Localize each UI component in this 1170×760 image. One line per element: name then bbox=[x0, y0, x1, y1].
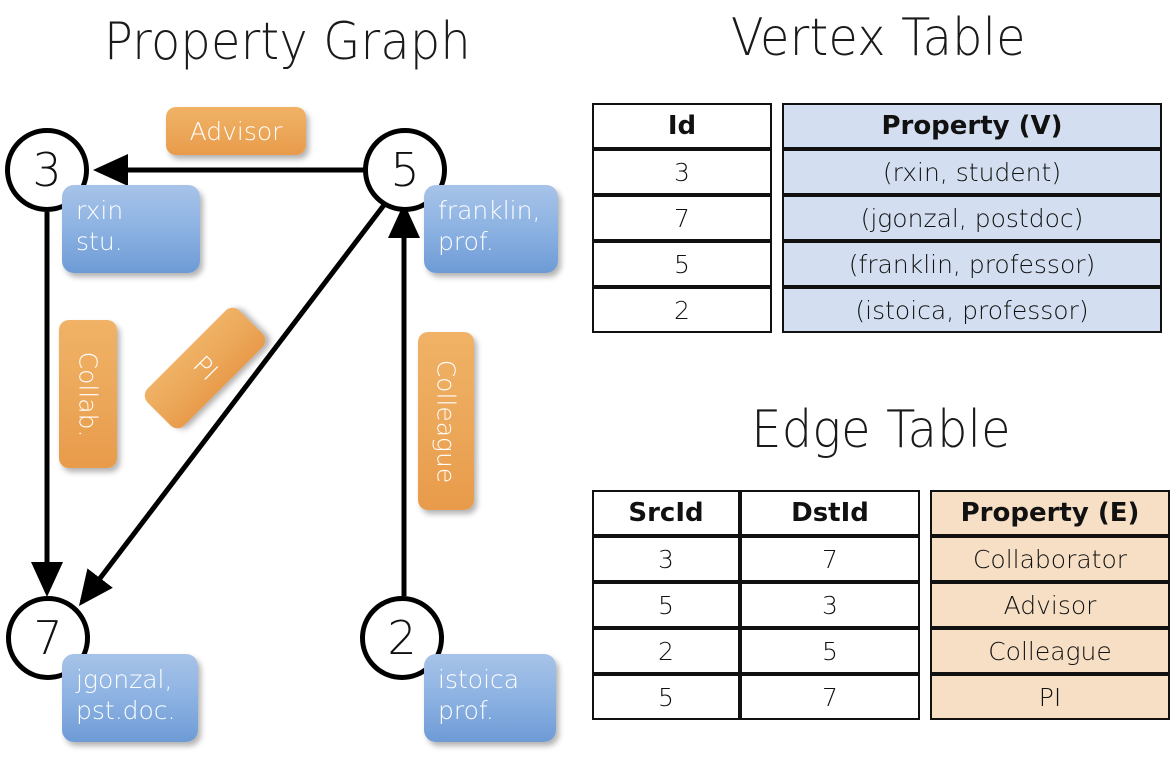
table-row: 2 (istoica, professor) bbox=[592, 287, 1162, 333]
vertex-header-id: Id bbox=[592, 103, 772, 149]
table-row: 5 3 Advisor bbox=[592, 582, 1170, 628]
column-gap bbox=[920, 536, 930, 582]
vertex-cell-property: (rxin, student) bbox=[782, 149, 1162, 195]
vertex-cell-property: (istoica, professor) bbox=[782, 287, 1162, 333]
column-gap bbox=[772, 195, 782, 241]
edge-label-advisor: Advisor bbox=[166, 107, 306, 155]
graph-node-3[interactable]: 3 bbox=[5, 128, 89, 212]
column-gap bbox=[920, 490, 930, 536]
column-gap bbox=[920, 582, 930, 628]
table-row: 3 (rxin, student) bbox=[592, 149, 1162, 195]
table-row: 7 (jgonzal, postdoc) bbox=[592, 195, 1162, 241]
edge-cell-srcid: 2 bbox=[592, 628, 740, 674]
graph-edges-svg bbox=[31, 154, 420, 606]
edge-header-property: Property (E) bbox=[930, 490, 1170, 536]
edge-cell-srcid: 3 bbox=[592, 536, 740, 582]
column-gap bbox=[772, 241, 782, 287]
edge-table: SrcId DstId Property (E) 3 7 Collaborato… bbox=[592, 490, 1170, 720]
node-property-line: istoica bbox=[438, 665, 520, 694]
edge-cell-dstid: 5 bbox=[740, 628, 920, 674]
vertex-cell-id: 5 bbox=[592, 241, 772, 287]
edge-label-text: PI bbox=[186, 349, 224, 387]
edge-label-text: Colleague bbox=[431, 359, 461, 483]
page-title-edge-table: Edge Table bbox=[751, 400, 1011, 460]
node-property-line: stu. bbox=[76, 227, 123, 257]
edge-label-collab: Collab. bbox=[59, 320, 117, 468]
edge-cell-dstid: 7 bbox=[740, 674, 920, 720]
vertex-cell-id: 3 bbox=[592, 149, 772, 195]
edge-label-colleague: Colleague bbox=[418, 332, 474, 510]
node-property-line: pst.doc. bbox=[76, 696, 176, 726]
table-row: 5 7 PI bbox=[592, 674, 1170, 720]
table-row: 2 5 Colleague bbox=[592, 628, 1170, 674]
node-property-box-3: rxin stu. bbox=[62, 185, 200, 273]
node-property-line: franklin, bbox=[438, 196, 541, 225]
node-property-box-5: franklin, prof. bbox=[424, 185, 558, 273]
column-gap bbox=[772, 287, 782, 333]
page-title-vertex-table: Vertex Table bbox=[730, 8, 1026, 68]
edge-header-dstid: DstId bbox=[740, 490, 920, 536]
column-gap bbox=[920, 674, 930, 720]
column-gap bbox=[772, 149, 782, 195]
vertex-cell-property: (franklin, professor) bbox=[782, 241, 1162, 287]
vertex-cell-id: 7 bbox=[592, 195, 772, 241]
node-property-line: prof. bbox=[438, 696, 494, 726]
table-header-row: Id Property (V) bbox=[592, 103, 1162, 149]
edge-cell-srcid: 5 bbox=[592, 674, 740, 720]
node-property-box-2: istoica prof. bbox=[424, 654, 556, 742]
edge-cell-property: PI bbox=[930, 674, 1170, 720]
edge-cell-property: Colleague bbox=[930, 628, 1170, 674]
edge-cell-srcid: 5 bbox=[592, 582, 740, 628]
edge-label-text: Collab. bbox=[73, 351, 103, 437]
page-title-property-graph: Property Graph bbox=[103, 12, 471, 72]
column-gap bbox=[772, 103, 782, 149]
edge-cell-property: Collaborator bbox=[930, 536, 1170, 582]
node-property-line: rxin bbox=[76, 196, 124, 225]
table-row: 3 7 Collaborator bbox=[592, 536, 1170, 582]
vertex-cell-id: 2 bbox=[592, 287, 772, 333]
vertex-cell-property: (jgonzal, postdoc) bbox=[782, 195, 1162, 241]
node-property-box-7: jgonzal, pst.doc. bbox=[62, 654, 198, 742]
node-property-line: prof. bbox=[438, 227, 494, 257]
column-gap bbox=[920, 628, 930, 674]
edge-cell-property: Advisor bbox=[930, 582, 1170, 628]
table-row: 5 (franklin, professor) bbox=[592, 241, 1162, 287]
node-property-line: jgonzal, bbox=[76, 665, 173, 694]
property-graph-diagram: 3 5 7 2 rxin stu. franklin, prof. jgonza… bbox=[0, 80, 585, 760]
vertex-header-property: Property (V) bbox=[782, 103, 1162, 149]
edge-header-srcid: SrcId bbox=[592, 490, 740, 536]
edge-5-to-7 bbox=[78, 203, 386, 606]
vertex-table: Id Property (V) 3 (rxin, student) 7 (jgo… bbox=[592, 103, 1162, 333]
edge-cell-dstid: 7 bbox=[740, 536, 920, 582]
edge-label-text: Advisor bbox=[189, 116, 283, 146]
table-header-row: SrcId DstId Property (E) bbox=[592, 490, 1170, 536]
graph-node-5[interactable]: 5 bbox=[363, 128, 447, 212]
edge-cell-dstid: 3 bbox=[740, 582, 920, 628]
